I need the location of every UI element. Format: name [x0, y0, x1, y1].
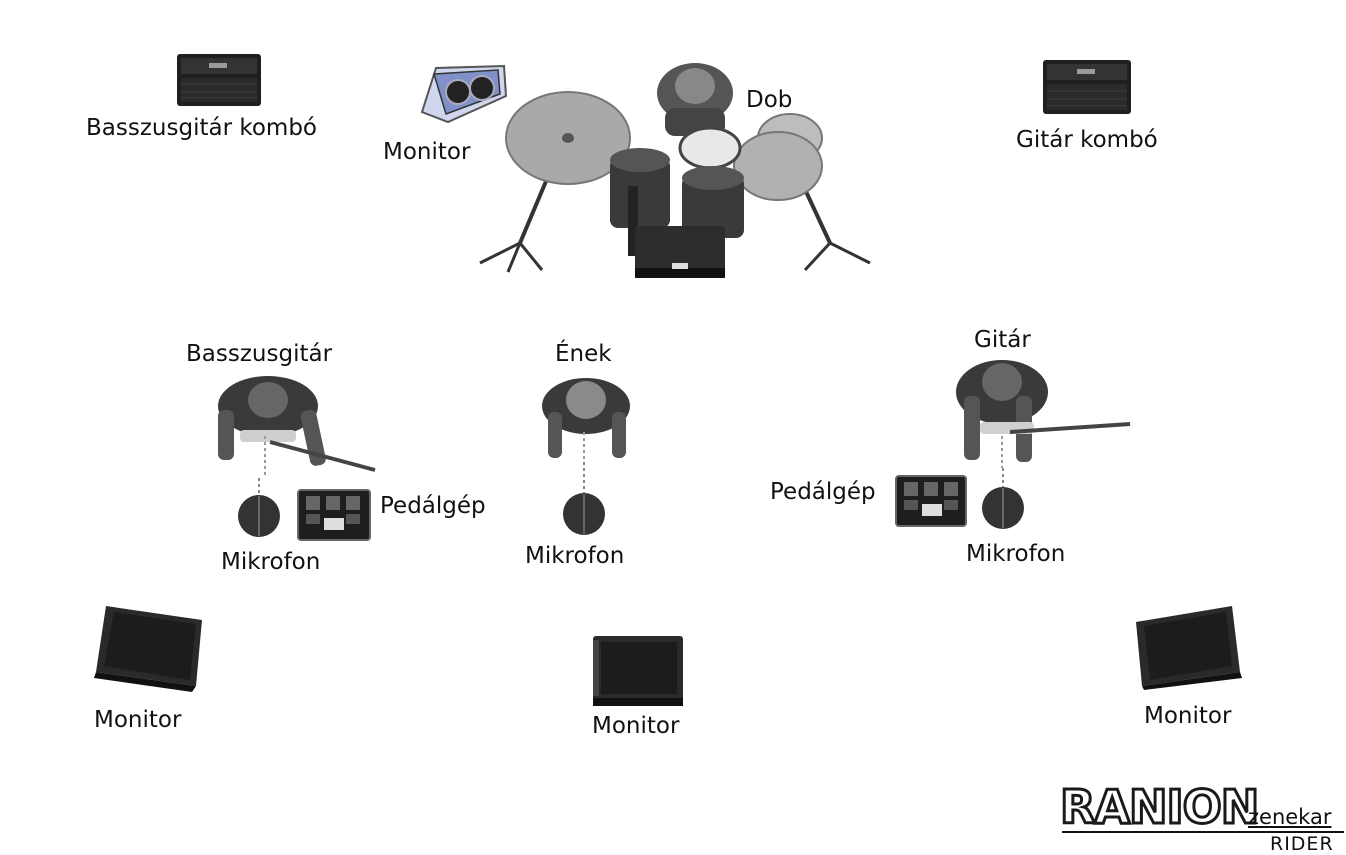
bass-combo-label: Basszusgitár kombó — [86, 115, 317, 141]
microphone-icon — [238, 478, 280, 537]
floor-monitor-icon — [94, 606, 202, 692]
monitor-right-label: Monitor — [1144, 703, 1232, 729]
guitar-mic-label: Mikrofon — [966, 541, 1066, 567]
amplifier-icon — [1043, 60, 1131, 114]
bass-player-label: Basszusgitár — [186, 341, 333, 367]
drum-monitor-label: Monitor — [383, 139, 471, 165]
musician-topdown-icon — [956, 360, 1131, 468]
wedge-monitor-icon — [420, 64, 508, 124]
guitar-combo-label: Gitár kombó — [1016, 127, 1158, 153]
musician-topdown-icon — [542, 378, 630, 462]
guitar-player-label: Gitár — [974, 327, 1031, 353]
bass-mic-label: Mikrofon — [221, 549, 321, 575]
monitor-left-label: Monitor — [94, 707, 182, 733]
monitor-center-label: Monitor — [592, 713, 680, 739]
floor-monitor-icon — [1136, 606, 1242, 690]
brand-rider: RIDER — [1270, 833, 1334, 855]
drums-label: Dob — [746, 87, 793, 113]
brand-name: RANION — [1058, 780, 1260, 834]
pedalboard-icon — [297, 489, 371, 541]
brand-subtitle: zenekar — [1248, 805, 1332, 829]
vocal-mic-label: Mikrofon — [525, 543, 625, 569]
microphone-icon — [982, 468, 1024, 529]
vocal-label: Ének — [555, 341, 612, 367]
floor-monitor-icon — [593, 636, 683, 706]
guitar-pedalboard-label: Pedálgép — [770, 479, 876, 505]
musician-topdown-icon — [218, 376, 376, 476]
bass-pedalboard-label: Pedálgép — [380, 493, 486, 519]
pedalboard-icon — [895, 475, 967, 527]
brand-divider — [1062, 831, 1344, 833]
drum-kit-icon — [479, 63, 871, 278]
brand-logo: RANION zenekar RIDER — [1058, 780, 1346, 855]
amplifier-icon — [177, 54, 261, 106]
microphone-icon — [563, 462, 605, 535]
